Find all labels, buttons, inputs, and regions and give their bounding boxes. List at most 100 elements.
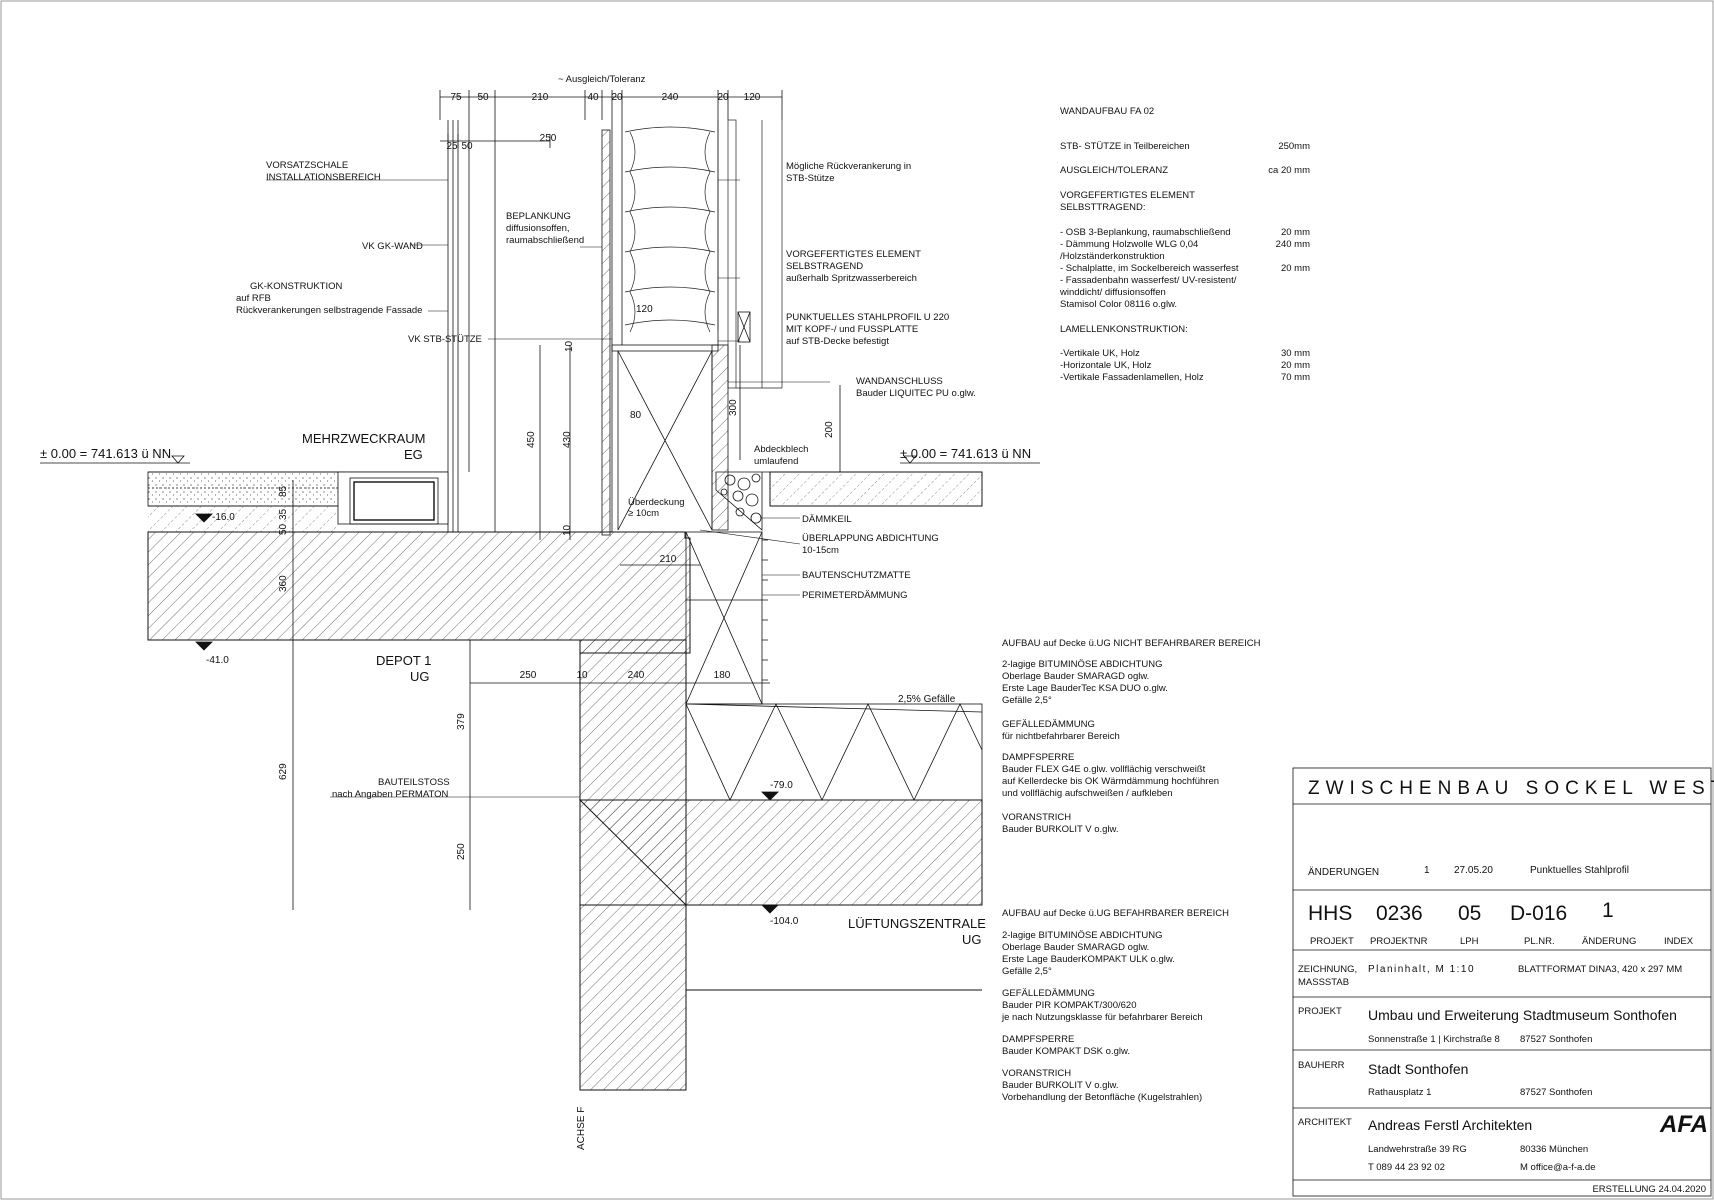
build-up-line: 2-lagige BITUMINÖSE ABDICHTUNG (1002, 659, 1162, 670)
projekt-name: Umbau und Erweiterung Stadtmuseum Sontho… (1368, 1007, 1677, 1023)
build-up-line: VORANSTRICH (1002, 1068, 1071, 1079)
dim-vertical: 10 (564, 340, 575, 352)
bauherr-addr: 87527 Sonthofen (1520, 1087, 1592, 1098)
eg-floor-build-up (147, 471, 449, 532)
dim-vertical: 430 (562, 431, 573, 448)
dim-top: 120 (744, 92, 761, 103)
dim-vertical: 450 (526, 431, 537, 448)
dim-top: 240 (662, 92, 679, 103)
label-vk-stb: VK STB-STÜTZE (408, 334, 482, 345)
label-ueberdeckung: ≥ 10cm (628, 508, 659, 519)
build-up-line: Vorbehandlung der Betonfläche (Kugelstra… (1002, 1092, 1202, 1103)
dim-vertical: 35 (278, 508, 289, 520)
dim-vertical: 200 (824, 421, 835, 438)
wall-spec-value: 20 mm (1281, 263, 1310, 274)
build-up-line: DAMPFSPERRE (1002, 1034, 1074, 1045)
aenderungen-label: ÄNDERUNGEN (1308, 866, 1379, 878)
build-up-line: Bauder PIR KOMPAKT/300/620 (1002, 1000, 1136, 1011)
wall-spec-label: VORGEFERTIGTES ELEMENT (1060, 190, 1195, 201)
dim-top: 20 (611, 92, 623, 103)
dim-vertical: 300 (728, 399, 739, 416)
elevation: -16.0 (212, 512, 235, 523)
dim-top: 40 (587, 92, 599, 103)
label-daemmkeil: DÄMMKEIL (802, 514, 852, 525)
dim-tolerance: ~ Ausgleich/Toleranz (558, 74, 646, 85)
dim-vertical: 85 (278, 485, 289, 497)
label-beplankung: BEPLANKUNG (506, 211, 571, 222)
wall-spec-label: LAMELLENKONSTRUKTION: (1060, 324, 1188, 335)
wall-spec-label: STB- STÜTZE in Teilbereichen (1060, 141, 1190, 152)
build-up-line: Bauder BURKOLIT V o.glw. (1002, 1080, 1119, 1091)
architekt-tel: T 089 44 23 92 02 (1368, 1162, 1445, 1173)
insulation-prefab-element (624, 119, 783, 389)
wall-spec-label: /Holzständerkonstruktion (1060, 251, 1165, 262)
room-label: EG (404, 447, 423, 462)
architekt-mail: M office@a-f-a.de (1520, 1162, 1595, 1173)
header-lph: LPH (1460, 936, 1479, 947)
wall-spec-value: ca 20 mm (1268, 165, 1310, 176)
build-up-line: DAMPFSPERRE (1002, 752, 1074, 763)
label-vorgef: SELBSTRAGEND (786, 261, 863, 272)
aenderung-index: 1 (1602, 899, 1614, 922)
wall-spec-title: WANDAUFBAU FA 02 (1060, 106, 1154, 117)
blattformat: BLATTFORMAT DINA3, 420 x 297 MM (1518, 964, 1682, 975)
dim-second: 50 (461, 141, 473, 152)
zeichnung-label: MASSSTAB (1298, 977, 1349, 988)
slope-label: 2,5% Gefälle (898, 694, 956, 705)
dim-vertical: 379 (456, 713, 467, 730)
architekt-addr: Landwehrstraße 39 RG (1368, 1144, 1467, 1155)
build-up-line: GEFÄLLEDÄMMUNG (1002, 988, 1095, 999)
build-up-drivable: AUFBAU auf Decke ü.UG BEFAHRBARER BEREIC… (1001, 908, 1229, 1103)
label-gk: Rückverankerungen selbstragende Fassade (236, 305, 422, 316)
elevation: -79.0 (770, 780, 793, 791)
header-index: INDEX (1664, 936, 1694, 947)
afa-logo: AFA (1659, 1111, 1708, 1138)
dim-lower: 210 (660, 554, 677, 565)
aenderung-nr: 1 (1424, 865, 1430, 876)
dim-second: 250 (540, 133, 557, 144)
label-vorgef: VORGEFERTIGTES ELEMENT (786, 249, 921, 260)
room-label: UG (410, 669, 430, 684)
label-stahl: PUNKTUELLES STAHLPROFIL U 220 (786, 312, 949, 323)
header-aenderung: ÄNDERUNG (1582, 936, 1636, 947)
wall-spec-value: 20 mm (1281, 227, 1310, 238)
projekt-addr: 87527 Sonthofen (1520, 1034, 1592, 1045)
wall-spec-label: - OSB 3-Beplankung, raumabschließend (1060, 227, 1231, 238)
room-label: LÜFTUNGSZENTRALE (848, 916, 986, 931)
wall-spec-label: -Vertikale UK, Holz (1060, 348, 1140, 359)
architekt-name: Andreas Ferstl Architekten (1368, 1117, 1532, 1133)
concrete-slab-eg (147, 531, 983, 1091)
dim-lower: 250 (520, 670, 537, 681)
label-beplankung: raumabschließend (506, 235, 584, 246)
label-gk: GK-KONSTRUKTION (250, 281, 343, 292)
dim-vertical: 50 (278, 523, 289, 535)
dim-top: 210 (532, 92, 549, 103)
elevation: -104.0 (770, 916, 799, 927)
wall-spec-label: Stamisol Color 08116 o.glw. (1060, 299, 1177, 310)
dim-vertical: 629 (278, 763, 289, 780)
label-vorsatz: VORSATZSCHALE (266, 160, 348, 171)
projektnr: 0236 (1376, 902, 1423, 925)
wall-spec-label: - Fassadenbahn wasserfest/ UV-resistent/ (1060, 275, 1237, 286)
level-markers (40, 455, 1040, 914)
wall-spec-value: 240 mm (1276, 239, 1310, 250)
title-block-title: ZWISCHENBAU SOCKEL WEST (1308, 778, 1714, 799)
dim-second: 25 (446, 141, 458, 152)
room-label: DEPOT 1 (376, 653, 431, 668)
room-label: UG (962, 932, 982, 947)
label-vorgef: außerhalb Spritzwasserbereich (786, 273, 917, 284)
label-stahl: MIT KOPF-/ und FUSSPLATTE (786, 324, 918, 335)
bauherr-addr: Rathausplatz 1 (1368, 1087, 1431, 1098)
label-gk: auf RFB (236, 293, 271, 304)
projekt-addr: Sonnenstraße 1 | Kirchstraße 8 (1368, 1034, 1500, 1045)
build-up-line: und vollflächig aufschweißen / aufkleben (1002, 788, 1173, 799)
build-up-line: Oberlage Bauder SMARAGD oglw. (1002, 942, 1149, 953)
dim-top: 50 (477, 92, 489, 103)
build-up-line: Oberlage Bauder SMARAGD oglw. (1002, 671, 1149, 682)
build-up-title: AUFBAU auf Decke ü.UG NICHT BEFAHRBARER … (1002, 638, 1261, 649)
label-ueberdeckung: Überdeckung (628, 497, 685, 508)
wall-spec-label: -Vertikale Fassadenlamellen, Holz (1060, 372, 1204, 383)
build-up-line: Gefälle 2,5° (1002, 695, 1052, 706)
